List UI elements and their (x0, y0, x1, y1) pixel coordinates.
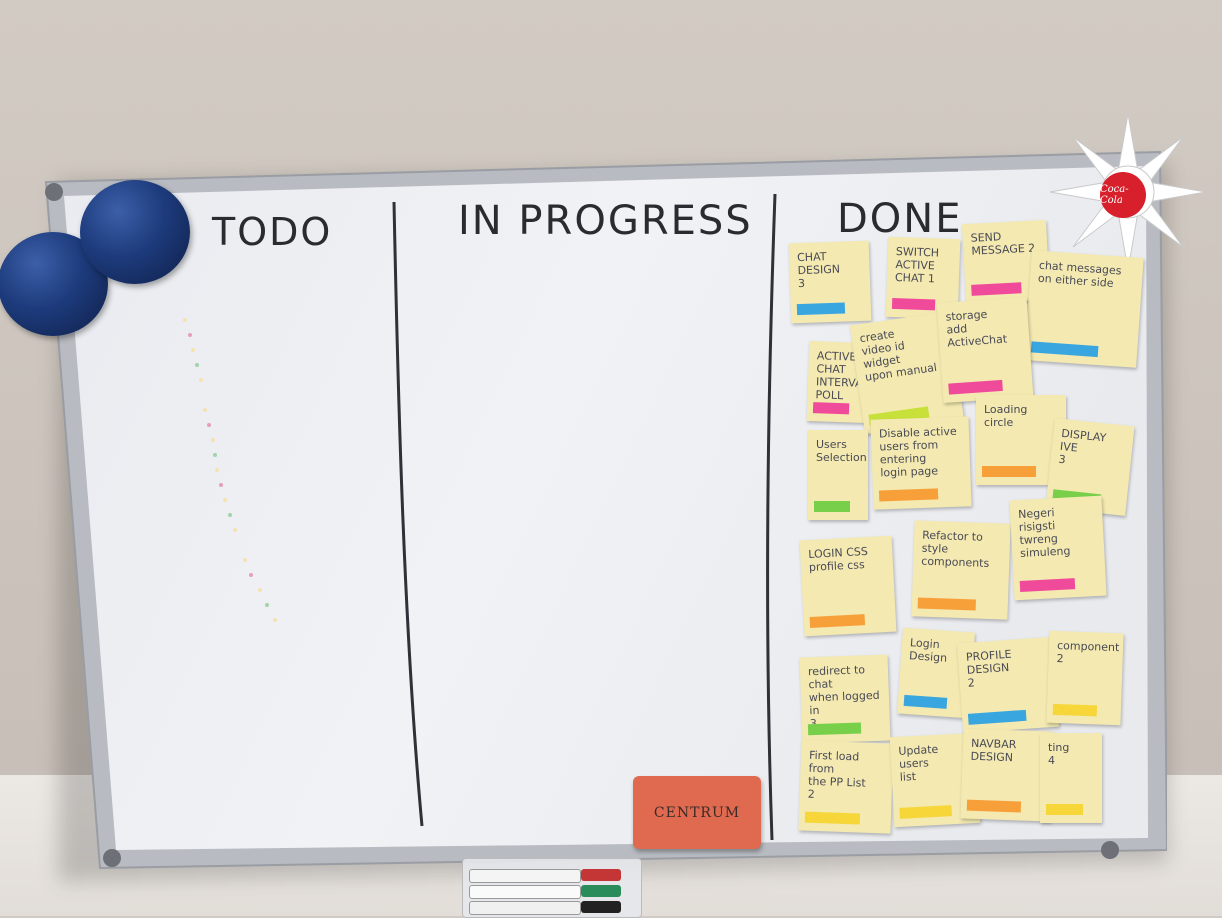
fairy-lights-reflection (165, 290, 305, 660)
eraser-label: CENTRUM (653, 804, 741, 821)
sticky-note-text: storage add ActiveChat (945, 307, 1008, 350)
sticky-note-flag (971, 282, 1023, 296)
sticky-note: Disable active users from entering login… (870, 416, 972, 510)
sticky-note-flag (899, 805, 952, 819)
divider-line (392, 201, 424, 827)
sticky-note-flag (982, 466, 1036, 477)
sticky-note: ting 4 (1040, 733, 1102, 823)
sticky-note-text: SEND MESSAGE 2 (970, 230, 1036, 258)
sticky-note-flag (812, 402, 850, 415)
sticky-note: CHAT DESIGN 3 (788, 240, 872, 324)
sticky-note-flag (967, 709, 1027, 725)
christmas-ornament (80, 180, 190, 284)
sticky-note-text: Refactor to style components (921, 528, 990, 570)
marker[interactable] (469, 869, 581, 883)
sticky-note: Refactor to style components (911, 520, 1011, 620)
sticky-note-flag (809, 614, 866, 629)
marker[interactable] (581, 885, 621, 897)
sticky-note-flag (891, 297, 936, 311)
sticky-note: component 2 (1046, 630, 1124, 726)
sticky-note-flag (1019, 578, 1076, 593)
sticky-note-flag (917, 597, 976, 611)
sticky-note-text: First load from the PP List 2 (807, 748, 866, 801)
sticky-note-text: redirect to chat when logged in 3 (807, 663, 880, 730)
column-title-in-progress: IN PROGRESS (458, 198, 753, 244)
sticky-note: PROFILE DESIGN 2 (956, 636, 1060, 734)
sticky-note-flag (878, 488, 939, 502)
sticky-note-flag (966, 799, 1022, 813)
sticky-note-flag (804, 811, 861, 825)
marker[interactable] (581, 869, 621, 881)
sticky-note-flag (814, 501, 850, 512)
column-title-todo: TODO (212, 210, 333, 254)
sticky-note-text: DISPLAY IVE 3 (1057, 426, 1107, 467)
sticky-note-flag (1030, 341, 1099, 358)
sticky-note-text: CHAT DESIGN 3 (796, 250, 841, 291)
marker[interactable] (469, 901, 581, 915)
marker[interactable] (469, 885, 581, 899)
sticky-note-text: chat messages on either side (1037, 258, 1122, 290)
sticky-note-flag (807, 722, 862, 736)
sticky-note: Negeri risigsti twreng simuleng (1009, 495, 1107, 601)
sticky-note: chat messages on either side (1024, 250, 1144, 368)
sticky-note: storage add ActiveChat (936, 296, 1034, 404)
sticky-note-text: LOGIN CSS profile css (807, 544, 869, 575)
sticky-note-flag (903, 694, 948, 709)
sticky-note-flag (1052, 703, 1098, 717)
sticky-note-flag (1046, 804, 1084, 815)
snowflake-decoration (1049, 113, 1207, 271)
sticky-note: redirect to chat when logged in 3 (799, 654, 891, 744)
sticky-note: Users Selection (808, 430, 868, 520)
sticky-note-text: create video id widget upon manual (858, 327, 938, 384)
sticky-note-text: Update users list (898, 742, 939, 784)
sticky-note: First load from the PP List 2 (798, 740, 894, 834)
sticky-note-text: Disable active users from entering login… (878, 424, 957, 480)
sticker-label: Coca-Cola (1100, 184, 1129, 206)
sticky-note-text: Negeri risigsti twreng simuleng (1017, 506, 1071, 560)
sticky-note-flag (796, 302, 846, 316)
sticky-note-text: Users Selection (816, 438, 867, 464)
column-title-done: DONE (837, 196, 963, 242)
sticky-note-text: SWITCH ACTIVE CHAT 1 (894, 245, 940, 286)
marker[interactable] (581, 901, 621, 913)
divider-line (766, 193, 777, 841)
sticky-note-text: Loading circle (984, 403, 1028, 429)
marker-box[interactable] (462, 858, 642, 918)
whiteboard-eraser[interactable]: CENTRUM (633, 776, 761, 849)
sticky-note-text: ting 4 (1048, 741, 1070, 767)
coca-cola-sticker: Coca-Cola (1100, 172, 1146, 218)
sticky-note-text: NAVBAR DESIGN (970, 736, 1017, 765)
sticky-note-flag (948, 379, 1003, 395)
sticky-note-text: component 2 (1056, 639, 1120, 666)
sticky-note: LOGIN CSS profile css (799, 535, 897, 637)
sticky-note-text: PROFILE DESIGN 2 (965, 647, 1012, 690)
